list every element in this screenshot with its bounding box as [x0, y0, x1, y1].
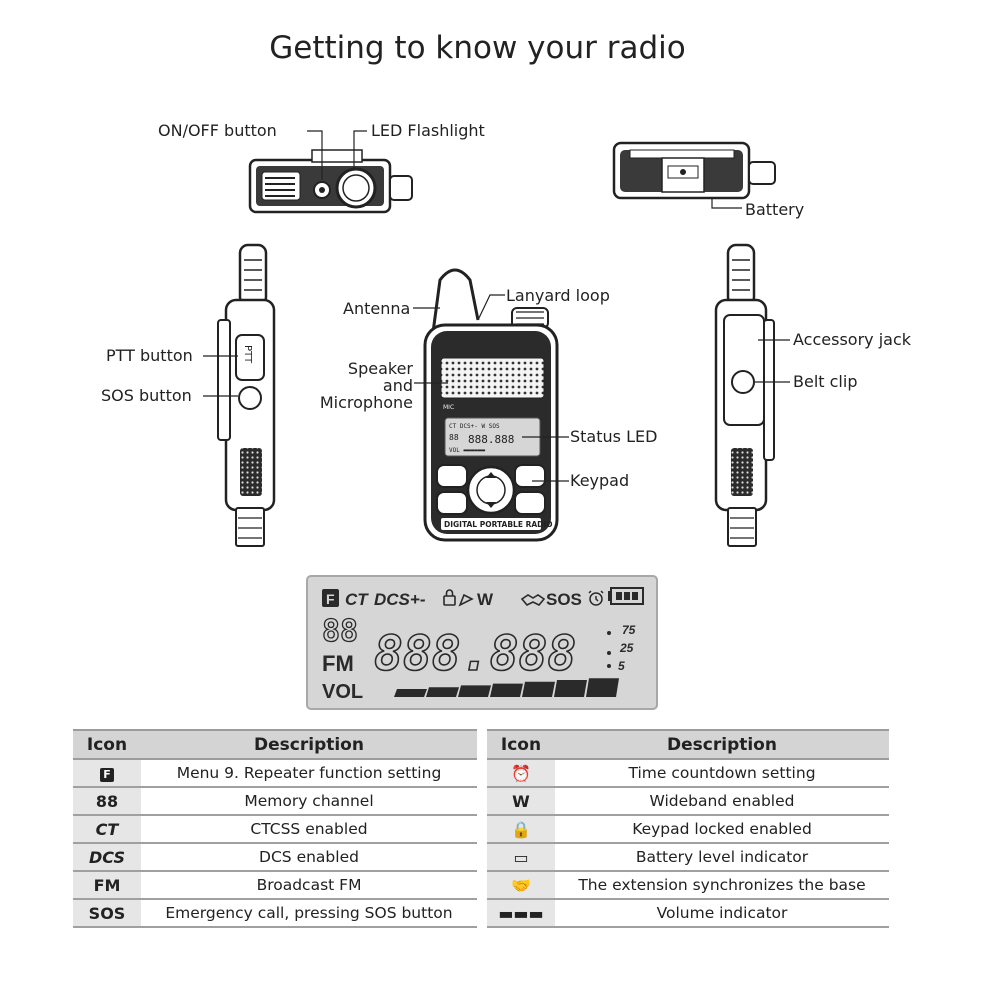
row-description: Emergency call, pressing SOS button [141, 899, 477, 928]
microphone-label: Microphone [319, 393, 413, 412]
description-column-header: Description [141, 729, 477, 760]
status-led-label: Status LED [570, 427, 658, 446]
table-row: FM Broadcast FM [73, 871, 477, 900]
radio-illustrations: PTT MIC CT DCS+- W SOS 88 888.888 VOL ▬▬… [203, 130, 790, 547]
row-description: Battery level indicator [555, 843, 889, 872]
lcd-dcs-indicator: DCS+- [374, 590, 426, 609]
lanyard-loop-label: Lanyard loop [506, 286, 610, 305]
radio-front-view: MIC CT DCS+- W SOS 88 888.888 VOL ▬▬▬▬▬▬… [413, 268, 569, 542]
volume-bar [394, 689, 427, 697]
row-description: Time countdown setting [555, 759, 889, 788]
dcs-icon: DCS [89, 847, 125, 867]
volume-bar [490, 683, 523, 697]
handshake-icon: 🤝 [511, 875, 531, 895]
lcd-channel-digits: 88 [322, 614, 358, 649]
lcd-w-indicator: W [477, 590, 494, 609]
bell-icon [458, 593, 474, 607]
sos-icon: SOS [88, 903, 126, 923]
row-description: Memory channel [141, 787, 477, 816]
row-description: Keypad locked enabled [555, 815, 889, 844]
row-description: Menu 9. Repeater function setting [141, 759, 477, 788]
icon-table-left: Icon Description F Menu 9. Repeater funct… [73, 729, 477, 928]
keypad-label: Keypad [570, 471, 630, 490]
table-row: W Wideband enabled [487, 787, 889, 816]
handshake-icon [520, 594, 546, 606]
svg-text:CT DCS+- W SOS: CT DCS+- W SOS [449, 423, 500, 430]
lcd-vol-label: VOL [322, 681, 363, 703]
svg-text:888.888: 888.888 [468, 433, 514, 446]
lcd-step-75: 75 [622, 623, 636, 637]
icon-column-header: Icon [487, 729, 555, 760]
speaker-and-label: and [382, 376, 413, 395]
antenna-label: Antenna [343, 299, 411, 318]
svg-text:MIC: MIC [443, 404, 454, 411]
volume-bars [394, 678, 619, 697]
on-off-button-label: ON/OFF button [158, 121, 277, 140]
radio-top-view [248, 130, 413, 214]
icon-column-header: Icon [73, 729, 141, 760]
table-row: 88 Memory channel [73, 787, 477, 816]
svg-text:PTT: PTT [242, 345, 253, 364]
battery-icon [608, 587, 644, 605]
radio-bottom-view [612, 141, 776, 209]
volume-bar [586, 678, 619, 697]
row-description: The extension synchronizes the base [555, 871, 889, 900]
speaker-label: Speaker [347, 359, 413, 378]
row-description: Wideband enabled [555, 787, 889, 816]
belt-clip-label: Belt clip [793, 372, 858, 391]
page-title: Getting to know your radio [269, 30, 686, 66]
radio-right-side-view [714, 243, 790, 547]
memory-digits-icon: 88 [95, 791, 119, 811]
volume-bar [554, 680, 587, 697]
radio-left-side-view: PTT [203, 243, 276, 547]
volume-bar [522, 681, 555, 697]
battery-icon: ▭ [513, 847, 529, 867]
table-row: CT CTCSS enabled [73, 815, 477, 844]
lcd-frequency-digits: 888.888 [374, 626, 576, 682]
table-row: DCS DCS enabled [73, 843, 477, 872]
lcd-ct-indicator: CT [345, 590, 369, 609]
lcd-sos-indicator: SOS [546, 590, 582, 609]
table-row: 🔒 Keypad locked enabled [487, 815, 889, 844]
row-description: CTCSS enabled [141, 815, 477, 844]
description-column-header: Description [555, 729, 889, 760]
icon-table-right: Icon Description ⏰ Time countdown setting… [487, 729, 889, 928]
battery-label: Battery [745, 200, 805, 219]
lock-icon: 🔒 [511, 819, 531, 839]
led-flashlight-label: LED Flashlight [371, 121, 485, 140]
volume-bar [426, 687, 459, 697]
lcd-step-25: 25 [619, 641, 634, 655]
alarm-clock-icon [588, 590, 604, 606]
table-row: SOS Emergency call, pressing SOS button [73, 899, 477, 928]
row-description: Broadcast FM [141, 871, 477, 900]
lcd-step-5: 5 [618, 659, 625, 673]
row-description: Volume indicator [555, 899, 889, 928]
ptt-button-label: PTT button [106, 346, 193, 365]
table-row: ▭ Battery level indicator [487, 843, 889, 872]
row-description: DCS enabled [141, 843, 477, 872]
volume-bar [458, 685, 491, 697]
w-icon: W [512, 791, 530, 811]
table-row: F Menu 9. Repeater function setting [73, 759, 477, 788]
lock-icon [443, 589, 456, 606]
svg-text:VOL ▬▬▬▬▬▬: VOL ▬▬▬▬▬▬ [449, 447, 486, 454]
f-box-icon [322, 589, 339, 607]
table-row: 🤝 The extension synchronizes the base [487, 871, 889, 900]
alarm-clock-icon: ⏰ [511, 763, 531, 783]
svg-text:88: 88 [449, 433, 459, 442]
lcd-display: F CT DCS+- W SOS [306, 575, 658, 710]
fm-icon: FM [93, 875, 121, 895]
table-row: ⏰ Time countdown setting [487, 759, 889, 788]
ct-icon: CT [95, 819, 119, 839]
table-row: ▬▬▬ Volume indicator [487, 899, 889, 928]
lcd-fm-indicator: FM [322, 651, 354, 676]
sos-button-label: SOS button [101, 386, 192, 405]
volume-bars-icon: ▬▬▬ [498, 903, 544, 923]
lcd-f-indicator: F [326, 591, 335, 607]
f-box-icon: F [100, 768, 114, 782]
accessory-jack-label: Accessory jack [793, 330, 912, 349]
svg-text:DIGITAL PORTABLE RADIO: DIGITAL PORTABLE RADIO [444, 520, 553, 529]
